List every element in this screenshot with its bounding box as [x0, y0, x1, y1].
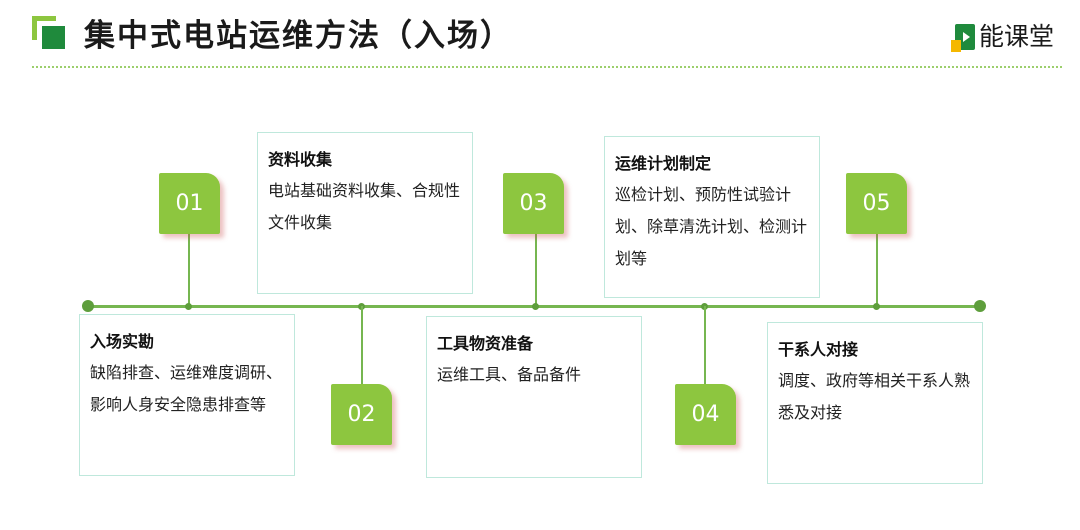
step-03-dot [532, 303, 539, 310]
step-02-title: 资料收集 [268, 150, 333, 169]
step-04-stem [704, 306, 706, 384]
header-divider [32, 66, 1062, 68]
step-03-title: 工具物资准备 [437, 334, 534, 353]
step-05-desc: 调度、政府等相关干系人熟悉及对接 [778, 371, 971, 422]
step-04-title: 运维计划制定 [615, 154, 712, 173]
step-01-number: 01 [159, 173, 220, 234]
title-logo-mark [32, 16, 66, 50]
step-05-stem [876, 234, 878, 306]
step-02-number: 02 [331, 384, 392, 445]
timeline-end-dot [974, 300, 986, 312]
brand-name: 能课堂 [978, 22, 1054, 51]
step-04-card: 运维计划制定 巡检计划、预防性试验计划、除草清洗计划、检测计划等 [604, 136, 820, 298]
step-03-desc: 运维工具、备品备件 [437, 365, 582, 384]
step-04-number: 04 [675, 384, 736, 445]
step-03-card: 工具物资准备 运维工具、备品备件 [426, 316, 642, 478]
brand-logo: 能课堂 [950, 22, 1054, 52]
step-01-card: 入场实勘 缺陷排查、运维难度调研、影响人身安全隐患排查等 [79, 314, 295, 476]
step-02-card: 资料收集 电站基础资料收集、合规性文件收集 [257, 132, 473, 294]
step-03-stem [535, 234, 537, 306]
step-01-dot [185, 303, 192, 310]
step-02-desc: 电站基础资料收集、合规性文件收集 [268, 181, 461, 232]
step-05-number: 05 [846, 173, 907, 234]
page-title: 集中式电站运维方法（入场） [84, 18, 513, 54]
step-01-title: 入场实勘 [90, 332, 155, 351]
step-01-stem [188, 234, 190, 306]
step-05-title: 干系人对接 [778, 340, 859, 359]
step-04-desc: 巡检计划、预防性试验计划、除草清洗计划、检测计划等 [615, 185, 808, 268]
step-03-number: 03 [503, 173, 564, 234]
step-01-desc: 缺陷排查、运维难度调研、影响人身安全隐患排查等 [90, 363, 283, 414]
play-icon [950, 24, 975, 52]
step-05-dot [873, 303, 880, 310]
step-05-card: 干系人对接 调度、政府等相关干系人熟悉及对接 [767, 322, 983, 484]
step-02-stem [361, 306, 363, 384]
timeline-start-dot [82, 300, 94, 312]
